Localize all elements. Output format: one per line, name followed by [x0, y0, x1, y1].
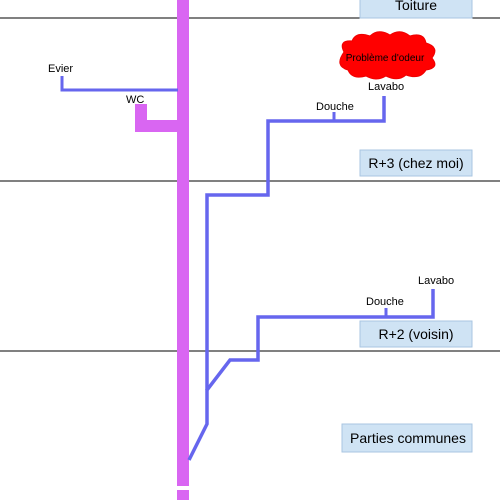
- floor-label-toiture-text: Toiture: [395, 0, 437, 13]
- main-stack-pipe-bottom: [177, 490, 189, 500]
- evier-drain-pipe: [60, 76, 178, 92]
- fixture-label-douche-r3: Douche: [316, 101, 354, 113]
- floor-label-r2-text: R+2 (voisin): [378, 326, 453, 342]
- fixture-label-wc: WC: [126, 94, 144, 106]
- floor-label-toiture: Toiture: [359, 0, 473, 19]
- odor-alert-cloud: Problème d'odeur: [339, 31, 436, 80]
- r3-bathroom-drain-pipe: [205, 96, 386, 390]
- floor-label-communes-text: Parties communes: [350, 430, 466, 446]
- fixture-label-lavabo-r3: Lavabo: [368, 81, 404, 93]
- floor-label-communes: Parties communes: [341, 423, 473, 453]
- floor-label-r2: R+2 (voisin): [359, 320, 473, 348]
- wc-drain-pipe: [135, 104, 180, 132]
- fixture-label-evier: Evier: [48, 63, 73, 75]
- floor-label-r3-text: R+3 (chez moi): [368, 155, 463, 171]
- fixture-label-douche-r2: Douche: [366, 296, 404, 308]
- main-stack-pipe: [177, 0, 189, 486]
- r2-bathroom-drain-pipe: [187, 289, 435, 461]
- fixture-label-lavabo-r2: Lavabo: [418, 275, 454, 287]
- odor-alert-text: Problème d'odeur: [346, 53, 425, 64]
- floor-label-r3: R+3 (chez moi): [359, 149, 473, 177]
